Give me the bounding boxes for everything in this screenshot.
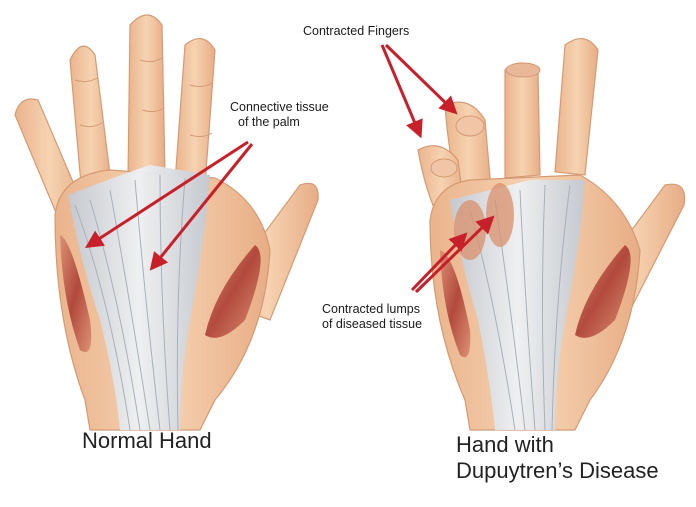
- contracted-fingers-text: Contracted Fingers: [303, 24, 409, 39]
- contracted-lumps-label: Contracted lumps of diseased tissue: [322, 302, 422, 332]
- diseased-hand-drawing: [418, 39, 685, 430]
- disease-hand-caption: Hand with Dupuytren’s Disease: [456, 432, 659, 484]
- normal-hand-caption: Normal Hand: [82, 428, 212, 454]
- contracted-lumps-line1: Contracted lumps: [322, 302, 422, 317]
- disease-hand-title-line2: Dupuytren’s Disease: [456, 458, 659, 484]
- connective-tissue-line2: of the palm: [230, 115, 329, 130]
- contracted-fingers-label: Contracted Fingers: [303, 24, 409, 39]
- normal-hand-drawing: [15, 15, 318, 430]
- contracted-lumps-line2: of diseased tissue: [322, 317, 422, 332]
- connective-tissue-label: Connective tissue of the palm: [230, 100, 329, 130]
- disease-hand-title-line1: Hand with: [456, 432, 659, 458]
- normal-hand-title: Normal Hand: [82, 428, 212, 454]
- connective-tissue-line1: Connective tissue: [230, 100, 329, 115]
